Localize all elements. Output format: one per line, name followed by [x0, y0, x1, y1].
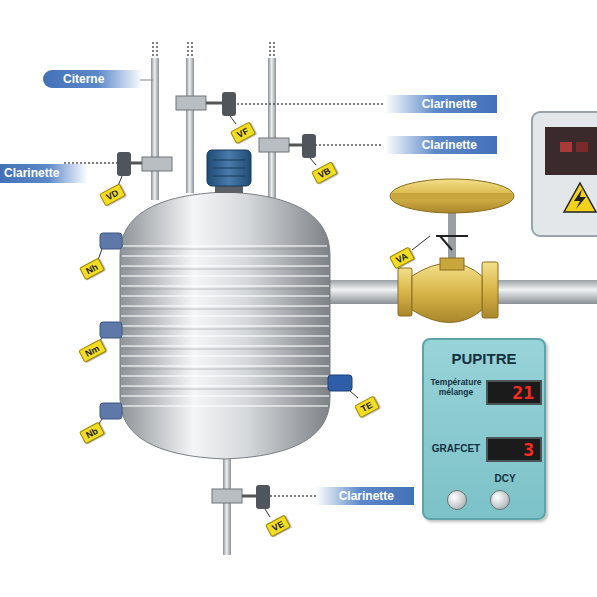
button-caption: DCY [490, 473, 520, 484]
electrical-cabinet [532, 112, 597, 236]
banner-text: Clarinette [339, 489, 394, 503]
pipe [140, 42, 276, 200]
display-value: 21 [512, 382, 534, 403]
tank [120, 192, 330, 459]
panel-title: PUPITRE [424, 350, 544, 367]
valve-tag: VF [230, 122, 256, 144]
pipe-banner: Citerne [43, 70, 143, 88]
banner-text: Citerne [63, 72, 104, 86]
tag-text: VA [394, 251, 409, 265]
digital-display: 21 [486, 380, 542, 405]
valve-tag: Nb [79, 422, 105, 445]
sensor-nozzle [100, 233, 352, 419]
valve-tag: VB [311, 162, 337, 185]
valve-tag: TE [354, 396, 380, 418]
tag-text: Nh [84, 262, 99, 276]
tag-text: Nm [84, 343, 102, 359]
pipe-banner: Clarinette [385, 95, 497, 113]
display-caption: GRAFCET [427, 443, 485, 454]
push-button [447, 490, 467, 510]
valve-tag: VD [99, 184, 125, 207]
push-button [490, 490, 510, 510]
control-line [64, 104, 383, 496]
pipe-banner: Clarinette [316, 487, 414, 505]
display-value: 3 [523, 439, 534, 460]
pipe-banner: Clarinette [385, 136, 497, 154]
digital-display: 3 [486, 437, 542, 462]
stirrer-motor [207, 150, 251, 193]
valve [117, 92, 316, 509]
tag-text: Nb [84, 426, 99, 440]
tag-text: TE [359, 400, 374, 414]
banner-text: Clarinette [422, 97, 477, 111]
banner-text: Clarinette [4, 166, 59, 180]
valve-tag: Nm [78, 339, 106, 363]
control-desk: PUPITRE Température mélangeGRAFCET DCY 21 3 [422, 338, 546, 520]
valve-tag: VE [265, 515, 291, 538]
pipe-banner: Clarinette [0, 164, 88, 183]
tag-text: VF [235, 126, 250, 140]
valve-tag: VA [389, 247, 415, 270]
tag-text: VE [270, 519, 285, 533]
tag-text: VB [316, 166, 332, 181]
tag-text: VD [104, 188, 120, 203]
display-caption: Température mélange [426, 378, 486, 398]
valve-tag: Nh [79, 258, 105, 281]
banner-text: Clarinette [422, 138, 477, 152]
tag-leader [98, 116, 430, 517]
